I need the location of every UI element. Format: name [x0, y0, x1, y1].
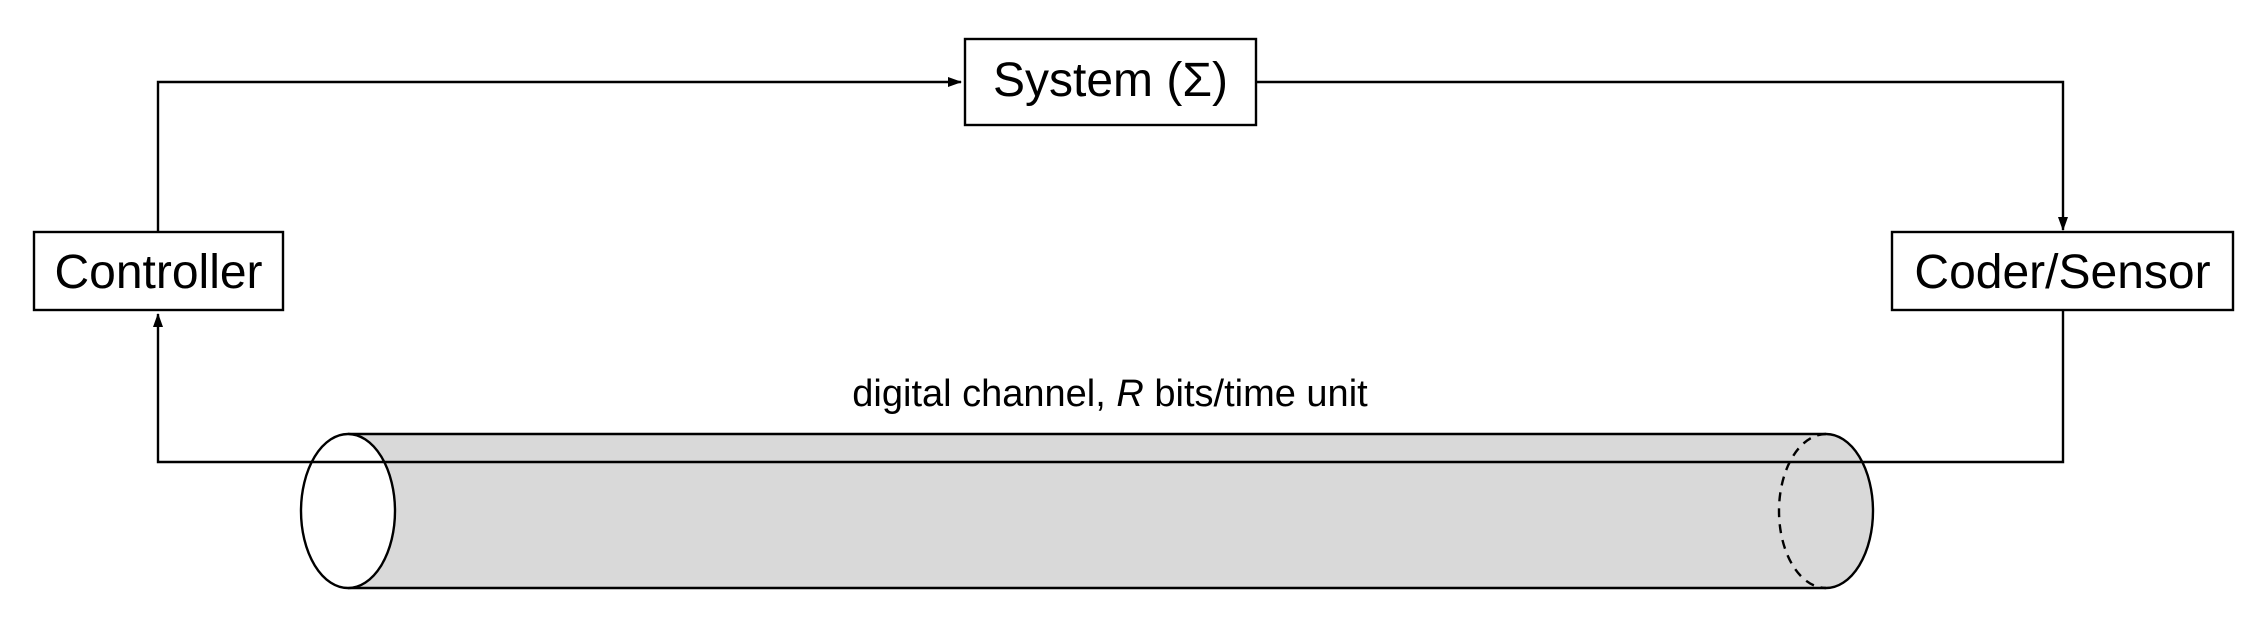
channel-right-end-front — [1825, 432, 1875, 590]
coder-sensor-label: Coder/Sensor — [1914, 246, 2210, 299]
digital-channel-cylinder — [299, 432, 1875, 590]
system-label: System (Σ) — [993, 54, 1228, 107]
controller-block: Controller — [32, 230, 285, 312]
channel-to-controller-arrow — [153, 310, 2065, 464]
channel-body — [348, 434, 1873, 588]
channel-label-suffix: bits/time unit — [1144, 373, 1368, 415]
channel-left-opening — [299, 432, 397, 590]
coder-sensor-block: Coder/Sensor — [1890, 230, 2235, 312]
system-to-coder-arrow — [1256, 80, 2068, 231]
system-block: System (Σ) — [963, 37, 1258, 127]
controller-to-system-arrow — [156, 77, 962, 232]
channel-rate-symbol: R — [1116, 373, 1143, 415]
channel-label-prefix: digital channel, — [852, 373, 1116, 415]
channel-label: digital channel, R bits/time unit — [852, 373, 1368, 415]
controller-label: Controller — [54, 246, 262, 299]
channel-right-end-back — [1777, 432, 1827, 590]
